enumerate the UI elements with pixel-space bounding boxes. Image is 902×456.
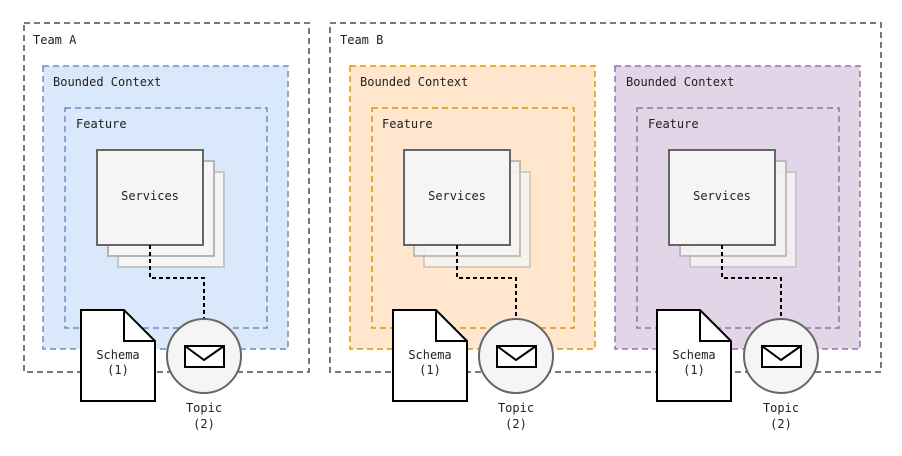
services-stack-a: Services	[96, 149, 225, 268]
feature-b2-boundary	[636, 107, 840, 329]
services-topic-connector-a	[149, 245, 205, 318]
schema-b1-document-icon	[392, 309, 468, 402]
topic-a-number: (2)	[193, 417, 215, 431]
team-a-boundary	[23, 22, 310, 373]
schema-a-document-icon	[80, 309, 156, 402]
feature-a: Feature Services	[64, 107, 268, 329]
schema-b1-fold	[435, 310, 467, 342]
schema-b1-label: Schema	[408, 348, 451, 362]
bounded-context-a: Bounded Context Feature Services Schema …	[42, 65, 289, 431]
schema-b2-number: (1)	[683, 363, 705, 377]
services-a-label: Services	[121, 189, 179, 203]
services-topic-connector-b2	[721, 245, 782, 318]
bounded-context-b1-boundary	[349, 65, 596, 350]
schema-b1-number: (1)	[419, 363, 441, 377]
topic-b1: Topic (2)	[478, 318, 554, 431]
services-b2-label: Services	[693, 189, 751, 203]
bounded-context-b2: Bounded Context Feature Services Schema …	[614, 65, 861, 431]
bounded-context-b2-label: Bounded Context	[626, 75, 734, 89]
team-a: Team A Bounded Context Feature Services	[23, 22, 310, 431]
topic-b2-label: Topic	[763, 401, 799, 415]
bounded-context-b1-label: Bounded Context	[360, 75, 468, 89]
feature-b1-boundary	[371, 107, 575, 329]
schema-b1: Schema (1)	[392, 309, 468, 402]
topic-a-label: Topic	[186, 401, 222, 415]
schema-a-label: Schema	[96, 348, 139, 362]
feature-b2: Feature Services	[636, 107, 840, 329]
services-stack-b1: Services	[403, 149, 531, 268]
services-stack-b2: Services	[668, 149, 797, 268]
schema-b2: Schema (1)	[656, 309, 732, 402]
topic-b2-number: (2)	[770, 417, 792, 431]
envelope-icon	[761, 345, 802, 368]
team-b-boundary	[329, 22, 882, 373]
topic-b2: Topic (2)	[743, 318, 819, 431]
topic-b1-number: (2)	[505, 417, 527, 431]
schema-b2-fold	[699, 310, 731, 342]
services-box-b2	[668, 149, 776, 246]
team-a-label: Team A	[33, 33, 77, 47]
schema-b2-document-icon	[656, 309, 732, 402]
bounded-context-a-label: Bounded Context	[53, 75, 161, 89]
services-topic-connector-b1	[456, 245, 517, 318]
team-b: Team B Bounded Context Feature Services	[329, 22, 882, 431]
bounded-context-b2-boundary	[614, 65, 861, 350]
services-box-a	[96, 149, 204, 246]
team-b-label: Team B	[340, 33, 383, 47]
feature-a-boundary	[64, 107, 268, 329]
feature-b1-label: Feature	[382, 117, 433, 131]
feature-b1: Feature Services	[371, 107, 575, 329]
schema-a-number: (1)	[107, 363, 129, 377]
feature-b2-label: Feature	[648, 117, 699, 131]
schema-b2-label: Schema	[672, 348, 715, 362]
topic-a: Topic (2)	[166, 318, 242, 431]
bounded-context-b1: Bounded Context Feature Services Schema …	[349, 65, 596, 431]
services-b1-label: Services	[428, 189, 486, 203]
topic-b1-label: Topic	[498, 401, 534, 415]
envelope-icon	[184, 345, 225, 368]
schema-a: Schema (1)	[80, 309, 156, 402]
feature-a-label: Feature	[76, 117, 127, 131]
envelope-icon	[496, 345, 537, 368]
bounded-context-a-border	[42, 65, 289, 350]
schema-a-fold	[123, 310, 155, 342]
